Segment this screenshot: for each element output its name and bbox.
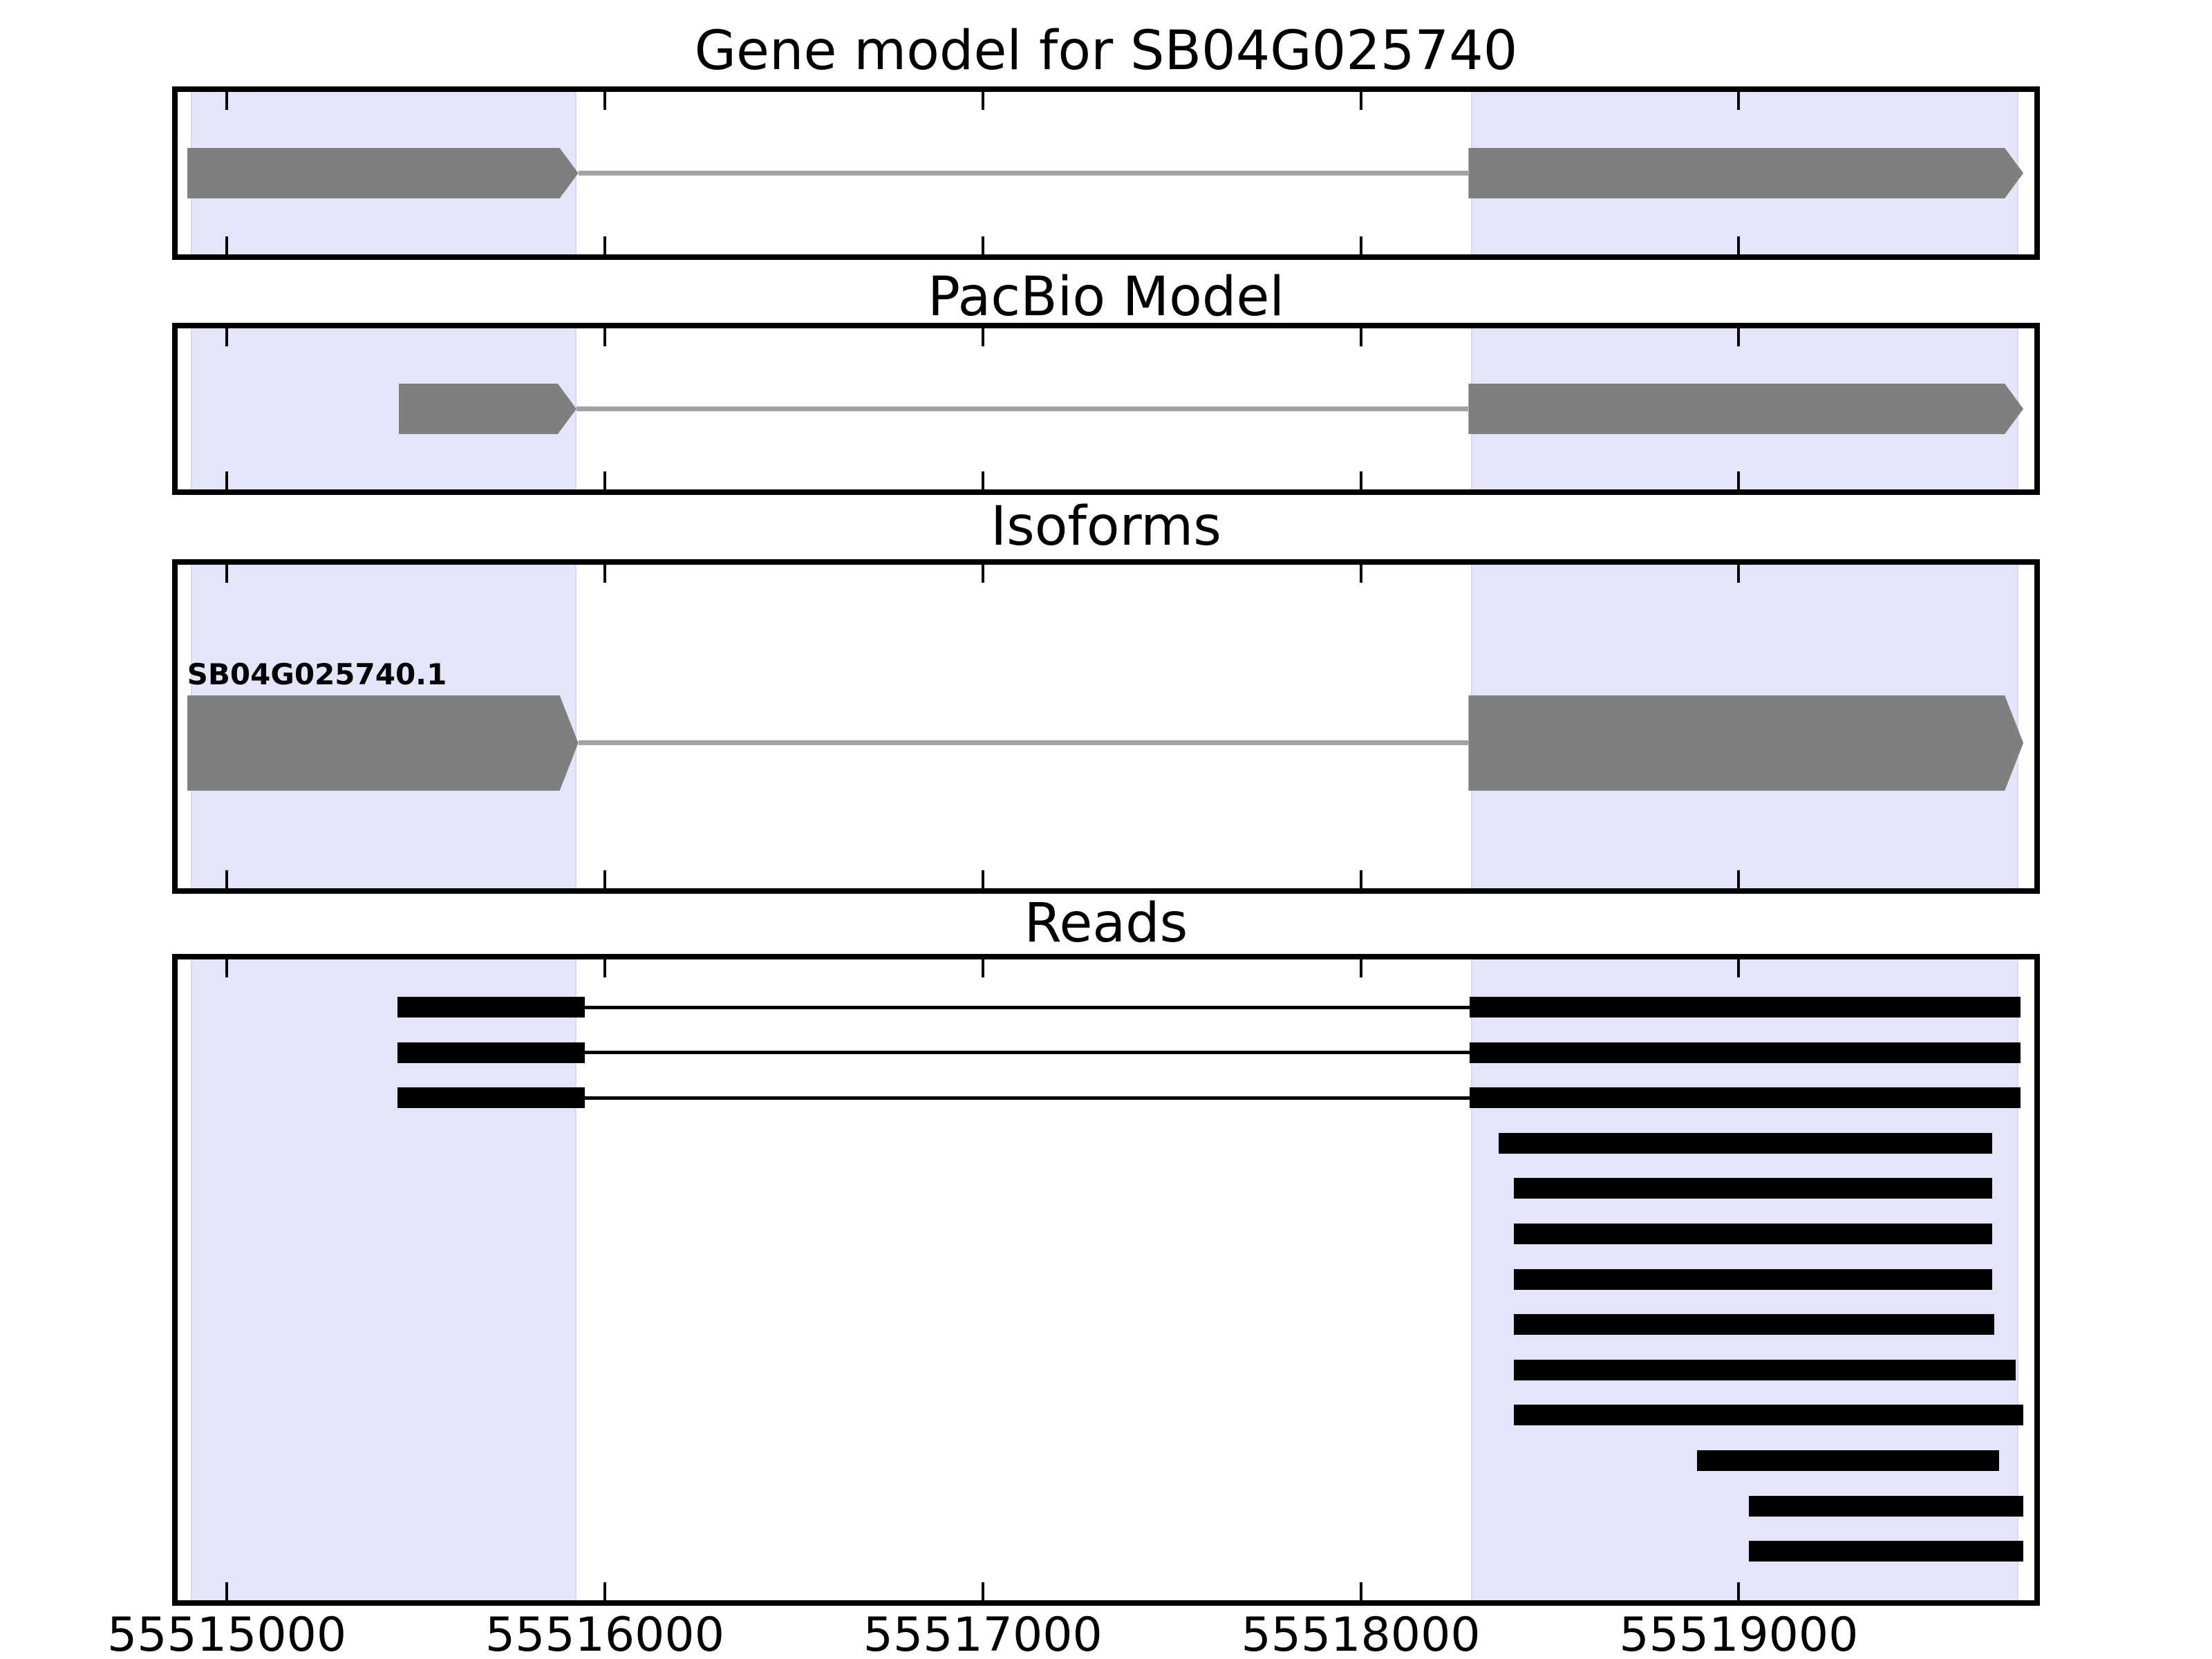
axis-tick — [1359, 471, 1362, 489]
reads-track-panel — [172, 954, 2040, 1606]
read-bar — [1499, 1132, 1993, 1154]
read-bar — [397, 1087, 585, 1109]
read-bar — [1470, 1042, 2021, 1063]
panel-title-gene-model: Gene model for SB04G025740 — [694, 20, 1518, 82]
axis-tick — [1737, 959, 1741, 977]
axis-tick — [1359, 328, 1362, 346]
axis-tick — [603, 236, 606, 254]
axis-tick — [1359, 92, 1362, 110]
read-bar — [1470, 997, 2021, 1018]
exon-glyph — [1468, 148, 2023, 198]
axis-tick — [225, 959, 229, 977]
axis-tick — [981, 328, 984, 346]
x-tick-label: 55517000 — [863, 1608, 1103, 1659]
axis-tick — [225, 328, 229, 346]
axis-tick — [1737, 236, 1741, 254]
axis-tick — [603, 92, 606, 110]
read-bar — [1514, 1359, 2016, 1380]
axis-tick — [1737, 92, 1741, 110]
read-bar — [1514, 1178, 1993, 1199]
read-bar — [1514, 1268, 1993, 1290]
axis-tick — [981, 870, 984, 888]
axis-tick — [1737, 870, 1741, 888]
read-bar — [1470, 1087, 2021, 1109]
panel-title-isoforms: Isoforms — [991, 496, 1221, 558]
read-bar — [1514, 1405, 2024, 1426]
axis-tick — [225, 236, 229, 254]
exon-glyph — [1468, 695, 2023, 791]
read-bar — [397, 1042, 585, 1063]
x-tick-label: 55519000 — [1619, 1608, 1859, 1659]
gene-model-track-panel — [172, 86, 2040, 260]
isoform-label: SB04G025740.1 — [187, 657, 447, 691]
axis-tick — [1737, 565, 1741, 583]
exon-glyph — [1468, 384, 2023, 434]
axis-tick — [981, 236, 984, 254]
read-bar — [397, 997, 585, 1018]
axis-tick — [225, 565, 229, 583]
intron-line — [576, 406, 1469, 411]
axis-tick — [603, 565, 606, 583]
axis-tick — [225, 1582, 229, 1600]
axis-tick — [1737, 471, 1741, 489]
read-bar — [1514, 1314, 1995, 1335]
read-bar — [1696, 1450, 1999, 1471]
axis-tick — [603, 959, 606, 977]
read-splice-line — [584, 1051, 1470, 1055]
exon-highlight-region — [191, 959, 577, 1600]
pacbio-model-track-panel — [172, 323, 2040, 495]
x-tick-label: 55518000 — [1241, 1608, 1481, 1659]
axis-tick — [1359, 236, 1362, 254]
axis-tick — [1359, 959, 1362, 977]
axis-tick — [1737, 1582, 1741, 1600]
axis-tick — [981, 1582, 984, 1600]
read-bar — [1748, 1541, 2024, 1562]
axis-tick — [603, 328, 606, 346]
exon-glyph — [187, 695, 579, 791]
read-bar — [1514, 1224, 1993, 1244]
axis-tick — [1737, 328, 1741, 346]
axis-tick — [225, 471, 229, 489]
x-axis-tick-labels: 55515000 55516000 55517000 55518000 55519000 — [107, 1608, 2034, 1659]
isoforms-track-panel: SB04G025740.1 — [172, 559, 2040, 894]
axis-tick — [603, 471, 606, 489]
intron-line — [578, 171, 1469, 176]
read-splice-line — [584, 1096, 1470, 1100]
read-splice-line — [584, 1005, 1470, 1009]
axis-tick — [1359, 870, 1362, 888]
axis-tick — [981, 959, 984, 977]
axis-tick — [981, 92, 984, 110]
axis-tick — [1359, 1582, 1362, 1600]
axis-tick — [1359, 565, 1362, 583]
intron-line — [578, 740, 1469, 746]
axis-tick — [981, 565, 984, 583]
axis-tick — [225, 870, 229, 888]
x-tick-label: 55515000 — [107, 1608, 347, 1659]
exon-glyph — [187, 148, 579, 198]
axis-tick — [225, 92, 229, 110]
axis-tick — [603, 1582, 606, 1600]
x-tick-label: 55516000 — [485, 1608, 724, 1659]
read-bar — [1748, 1495, 2024, 1517]
axis-tick — [603, 870, 606, 888]
axis-tick — [981, 471, 984, 489]
exon-glyph — [399, 384, 577, 434]
panel-title-reads: Reads — [1024, 892, 1188, 955]
panel-title-pacbio-model: PacBio Model — [927, 266, 1285, 328]
